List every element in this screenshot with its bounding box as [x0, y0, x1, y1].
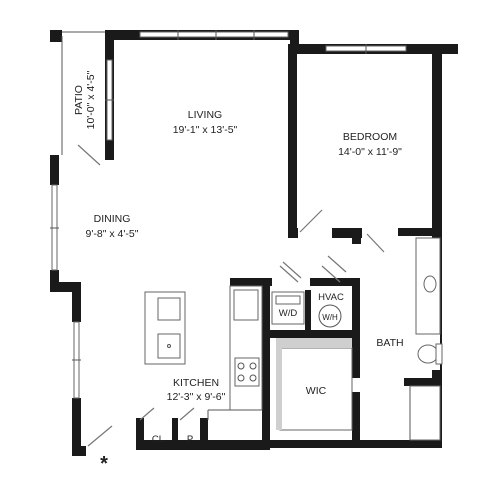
- bathtub: [409, 385, 441, 441]
- refrigerator: [233, 289, 259, 321]
- entry-marker: *: [100, 453, 108, 475]
- wd-name: W/D: [279, 308, 298, 319]
- patio-outline: [61, 31, 105, 166]
- wic-name: WIC: [306, 385, 327, 397]
- utility-fixtures: [271, 291, 342, 328]
- living-name: LIVING: [188, 109, 222, 121]
- dining-dims: 9'-8" x 4'-5": [86, 228, 139, 240]
- patio-name: PATIO: [73, 85, 85, 115]
- kitchen-fixtures: [144, 285, 263, 420]
- toilet: [417, 344, 439, 364]
- p-name: P: [187, 434, 193, 445]
- bath-sink: [423, 275, 437, 293]
- bath-fixtures: [409, 237, 443, 441]
- windows: [50, 30, 407, 399]
- kitchen-dims: 12'-3" x 9'-6": [167, 391, 226, 403]
- dining-name: DINING: [94, 213, 131, 225]
- bedroom-dims: 14'-0" x 11'-9": [338, 146, 402, 158]
- wh-name: W/H: [322, 313, 338, 322]
- hvac-name: HVAC: [318, 292, 344, 303]
- kitchen-name: KITCHEN: [173, 377, 219, 389]
- room-labels: PATIO 10'-0" x 4'-5" LIVING 19'-1" x 13'…: [73, 70, 404, 475]
- living-dims: 19'-1" x 13'-5": [173, 124, 238, 136]
- patio-dims: 10'-0" x 4'-5": [85, 70, 97, 129]
- cl-name: CL: [152, 434, 164, 445]
- wic-fixtures: [276, 338, 353, 431]
- bedroom-name: BEDROOM: [343, 131, 397, 143]
- stove: [234, 357, 260, 387]
- bath-name: BATH: [376, 337, 403, 349]
- kitchen-sink: [157, 333, 181, 359]
- water-heater: [318, 304, 342, 328]
